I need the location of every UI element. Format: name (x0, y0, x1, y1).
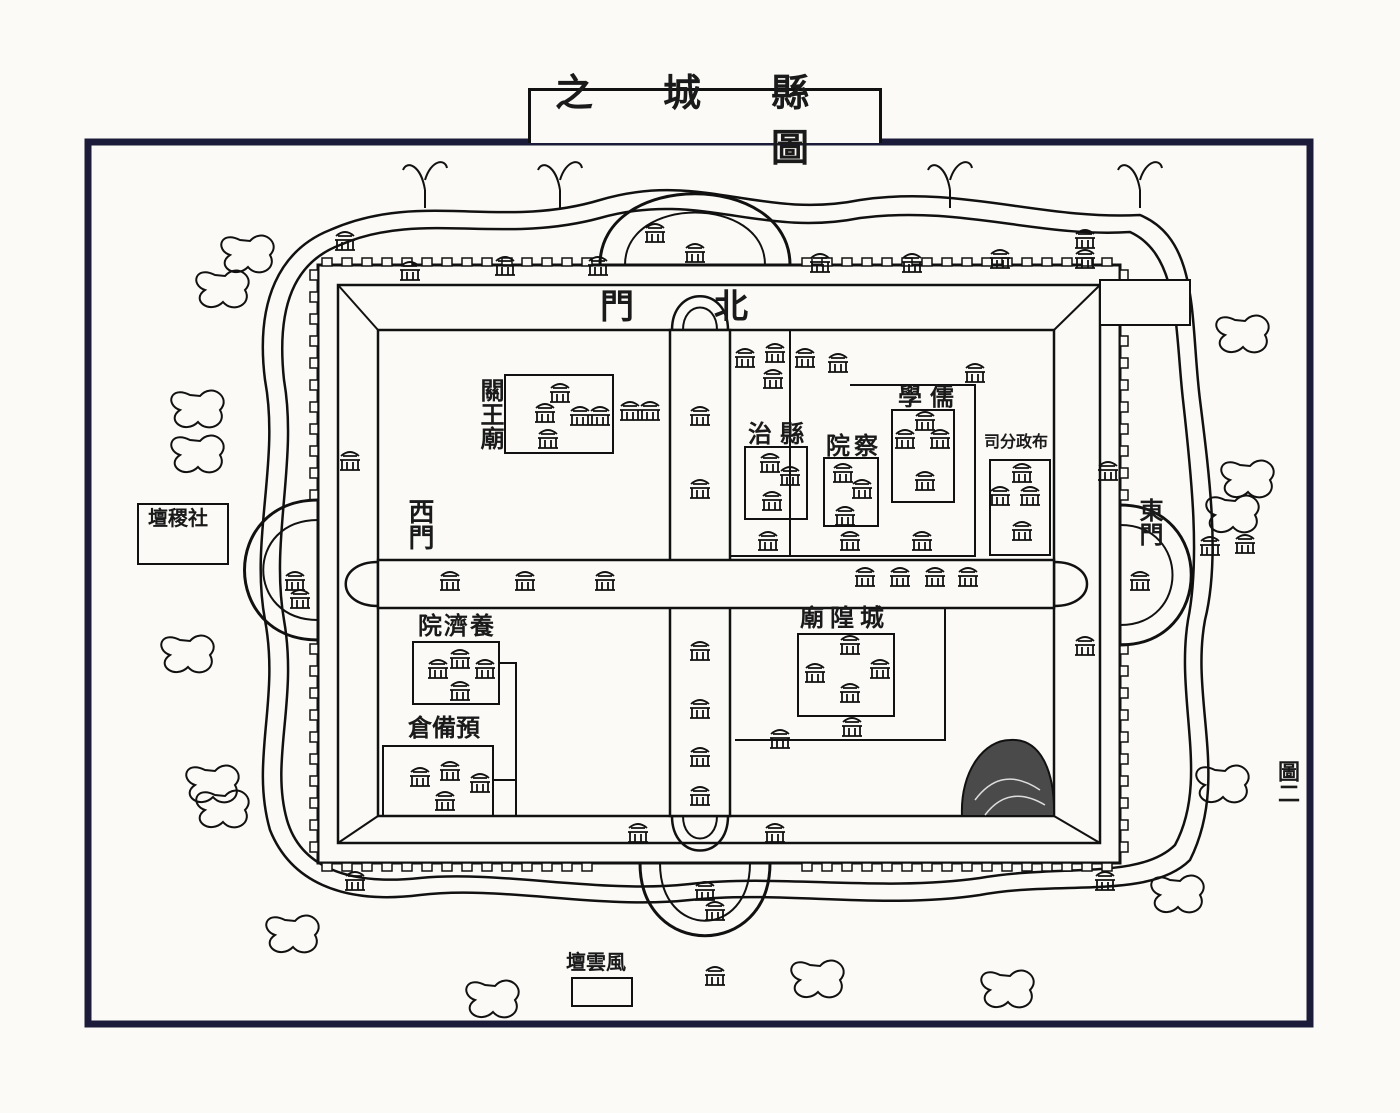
label-bu-zheng-fen-si: 布政分司 (984, 432, 1049, 451)
bu-zheng-compound (989, 459, 1051, 556)
label-figure-number: 圖二 (1274, 760, 1300, 804)
east-gate-barbican (1119, 503, 1193, 647)
label-cha-yuan: 察院 (826, 431, 882, 460)
hill-icon (960, 738, 1056, 817)
map-title-box: 縣城之圖 (528, 70, 882, 170)
main-roads (376, 328, 1056, 818)
label-west-gate: 西門 (404, 498, 434, 550)
guan-wang-miao-compound (504, 374, 614, 454)
label-cheng-huang-miao: 城隍廟 (800, 603, 890, 632)
building-glyphs (285, 223, 1255, 986)
map-title: 縣城之圖 (554, 70, 879, 170)
ru-xue-compound (891, 409, 955, 503)
label-county-office: 縣治 (748, 419, 812, 448)
she-ji-tan-compound (137, 503, 229, 565)
compounds (137, 329, 1051, 1007)
moat-inner (278, 207, 1196, 888)
tree-glyphs (160, 161, 1275, 1019)
label-feng-yun-tan: 風雲壇 (566, 950, 626, 974)
label-ru-xue: 儒學 (898, 382, 962, 411)
label-north-gate: 北門 (600, 287, 828, 327)
west-gate-barbican (243, 498, 319, 642)
label-she-ji-tan: 社稷壇 (148, 506, 208, 530)
moat-outer (259, 188, 1214, 904)
label-yang-ji-yuan: 養濟院 (418, 611, 496, 640)
yang-ji-yuan-compound (412, 641, 500, 705)
north-gate-barbican (598, 192, 792, 266)
label-guan-wang-miao: 關王廟 (476, 378, 505, 450)
cha-yuan-compound (823, 457, 879, 527)
label-yu-bei-cang: 預備倉 (408, 713, 480, 742)
cheng-huang-compound (797, 633, 895, 717)
south-gate-barbican (638, 862, 772, 938)
feng-yun-tan-altar (571, 977, 633, 1007)
label-east-gate: 東門 (1135, 498, 1164, 546)
